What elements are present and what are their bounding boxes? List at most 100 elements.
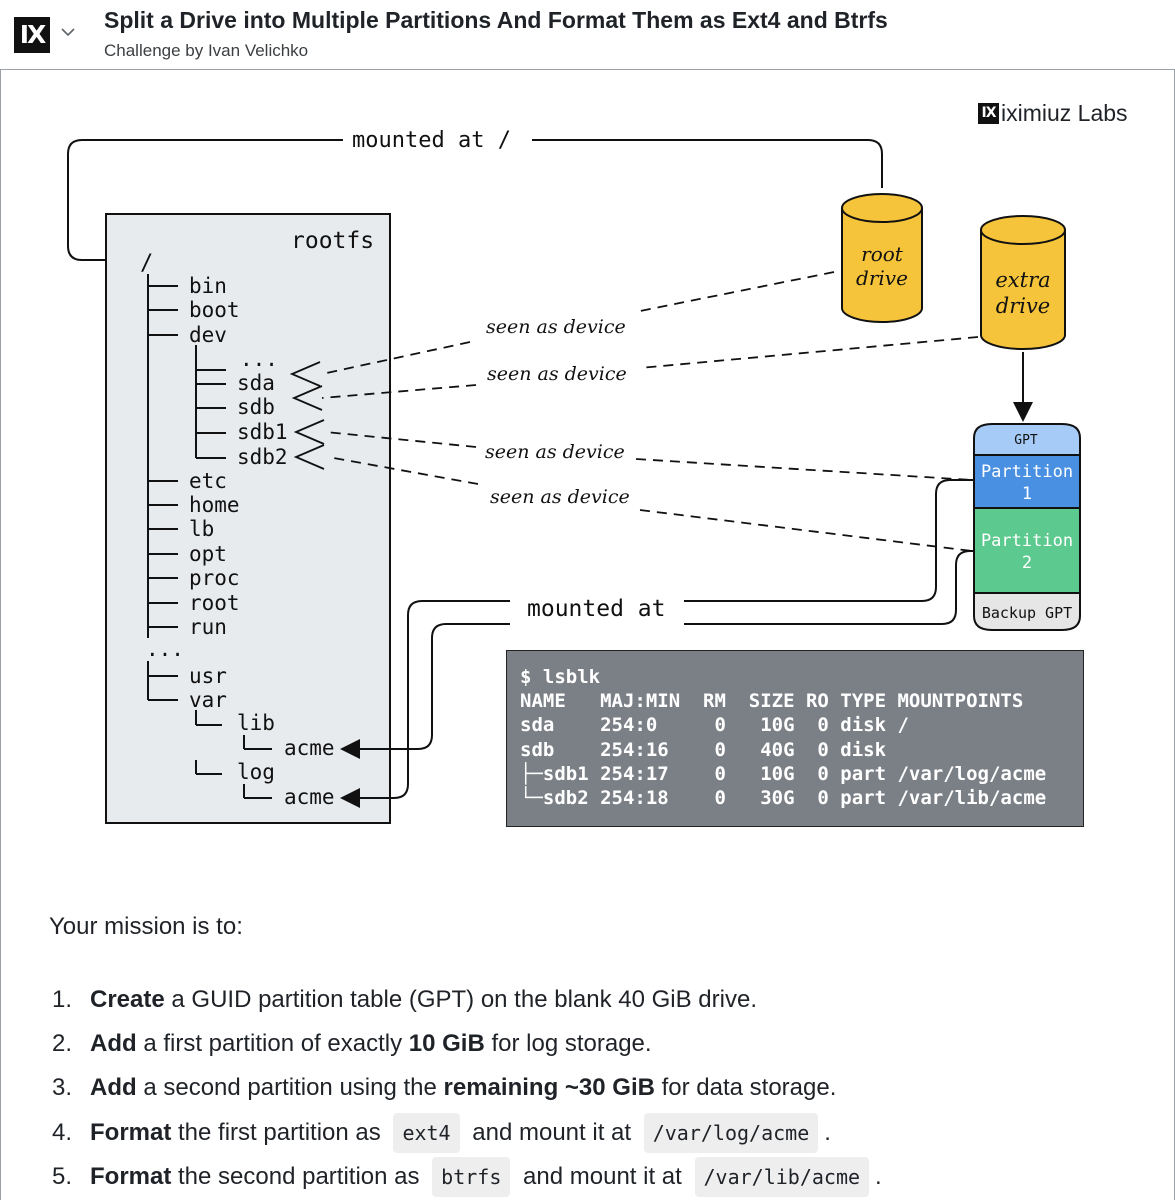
- mounted-at-label: mounted at: [527, 596, 665, 622]
- terminal-line: └─sdb2 254:18 0 30G 0 part /var/lib/acme: [520, 786, 1047, 809]
- terminal-line: sda 254:0 0 10G 0 disk /: [520, 714, 909, 737]
- step-text: the second partition as: [171, 1162, 427, 1190]
- extra-drive-cylinder: extra drive: [980, 215, 1066, 350]
- step-text: .: [824, 1118, 831, 1146]
- brand-name: iximiuz Labs: [1001, 100, 1128, 126]
- chevron-down-icon[interactable]: [60, 24, 76, 40]
- tree-ellipsis: ...: [146, 637, 184, 661]
- list-item: 1. Create a GUID partition table (GPT) o…: [52, 978, 882, 1022]
- partition1-label-1: Partition: [981, 462, 1073, 482]
- tree-bin: bin: [189, 274, 227, 298]
- mission-intro: Your mission is to:: [49, 913, 243, 940]
- seen-as-device-1: seen as device: [486, 316, 626, 338]
- tree-sdb1: sdb1: [237, 420, 288, 444]
- step-text: .: [875, 1162, 882, 1190]
- step-verb: Create: [90, 986, 165, 1014]
- step-text: and mount it at: [465, 1118, 638, 1146]
- partition2-label-2: 2: [1022, 553, 1032, 573]
- step-text: the first partition as: [171, 1118, 388, 1146]
- mounted-root-label: mounted at /: [352, 128, 511, 153]
- device-arrowheads: [289, 361, 325, 470]
- terminal-line: ├─sdb1 254:17 0 10G 0 part /var/log/acme: [520, 762, 1047, 785]
- terminal-line: sdb 254:16 0 40G 0 disk: [520, 738, 887, 761]
- list-number: 4.: [52, 1118, 73, 1146]
- terminal-line: NAME MAJ:MIN RM SIZE RO TYPE MOUNTPOINTS: [520, 690, 1024, 713]
- tree-dev-ellipsis: ...: [240, 347, 278, 371]
- root-drive-label-2: drive: [856, 266, 908, 290]
- tree-sda: sda: [237, 371, 275, 395]
- list-item: 5. Format the second partition as btrfs …: [52, 1155, 882, 1199]
- list-item: 4. Format the first partition as ext4 an…: [52, 1111, 882, 1155]
- tree-home: home: [189, 493, 240, 517]
- step-text: for data storage.: [654, 1074, 837, 1102]
- extra-drive-label-1: extra: [995, 268, 1050, 292]
- code-ext4: ext4: [393, 1112, 460, 1153]
- step-verb: Format: [90, 1118, 172, 1146]
- challenge-header: IX Split a Drive into Multiple Partition…: [0, 0, 1175, 70]
- partition2-label-1: Partition: [981, 531, 1073, 551]
- partitioned-disk: GPT Partition 1 Partition 2 Backup GPT: [973, 423, 1081, 631]
- tree-etc: etc: [189, 469, 227, 493]
- challenge-author: Challenge by Ivan Velichko: [104, 41, 309, 60]
- mount-acme-lines: [340, 479, 975, 808]
- list-item: 3. Add a second partition using the rema…: [52, 1066, 882, 1110]
- root-slash: /: [140, 251, 153, 276]
- tree-var: var: [189, 688, 227, 712]
- seen-as-device-4: seen as device: [490, 486, 630, 508]
- tree-lb: lb: [189, 517, 214, 541]
- root-drive-label-1: root: [861, 242, 904, 266]
- code-btrfs: btrfs: [432, 1156, 511, 1197]
- partition1-label-2: 1: [1022, 484, 1032, 504]
- lsblk-terminal: $ lsblk NAME MAJ:MIN RM SIZE RO TYPE MOU…: [506, 650, 1084, 827]
- rootfs-label: rootfs: [291, 228, 374, 254]
- mission-list: 1. Create a GUID partition table (GPT) o…: [52, 978, 882, 1199]
- tree-lib-acme: acme: [284, 736, 335, 760]
- code-log-path: /var/log/acme: [643, 1112, 819, 1153]
- step-text: for log storage.: [484, 1030, 652, 1058]
- tree-sdb: sdb: [237, 395, 275, 419]
- mount-root-line: [67, 139, 343, 270]
- tree-log: log: [237, 760, 275, 784]
- root-drive-cylinder: root drive: [841, 193, 923, 323]
- step-text: a GUID partition table (GPT) on the blan…: [164, 986, 757, 1014]
- terminal-line: $ lsblk: [520, 666, 601, 688]
- tree-boot: boot: [189, 298, 240, 322]
- iximiuz-labs-brand: IX iximiuz Labs: [978, 100, 1128, 127]
- tree-opt: opt: [189, 542, 227, 566]
- step-verb: Add: [90, 1074, 137, 1102]
- tree-log-acme: acme: [284, 785, 335, 809]
- tree-run: run: [189, 615, 227, 639]
- mount-root-line-right: [532, 139, 883, 188]
- extra-drive-label-2: drive: [996, 294, 1051, 318]
- tree-usr: usr: [189, 664, 227, 688]
- partition-diagram: mounted at / rootfs /: [67, 128, 1081, 824]
- rootfs-box: [105, 213, 391, 824]
- gpt-label: GPT: [1014, 433, 1038, 448]
- tree-root: root: [189, 591, 240, 615]
- iximiuz-labs-logo: IX: [978, 103, 999, 124]
- tree-proc: proc: [189, 566, 240, 590]
- list-item: 2. Add a first partition of exactly 10 G…: [52, 1022, 882, 1066]
- page-title: Split a Drive into Multiple Partitions A…: [104, 7, 888, 33]
- step-text: a second partition using the: [136, 1074, 444, 1102]
- step-text: a first partition of exactly: [136, 1030, 409, 1058]
- list-number: 5.: [52, 1162, 73, 1190]
- tree-dev: dev: [189, 323, 227, 347]
- tree-lib: lib: [237, 711, 275, 735]
- list-number: 3.: [52, 1074, 73, 1102]
- list-number: 2.: [52, 1030, 73, 1058]
- device-dashed-lines: [321, 271, 979, 552]
- step-emphasis: 10 GiB: [408, 1030, 485, 1058]
- seen-as-device-3: seen as device: [485, 441, 625, 463]
- tree-sdb2: sdb2: [237, 445, 288, 469]
- iximiuz-logo[interactable]: IX: [14, 17, 50, 53]
- step-text: and mount it at: [516, 1162, 689, 1190]
- step-verb: Format: [90, 1162, 172, 1190]
- tree-lines: [147, 274, 272, 799]
- step-emphasis: remaining ~30 GiB: [443, 1074, 655, 1102]
- backup-gpt-label: Backup GPT: [982, 604, 1072, 622]
- code-lib-path: /var/lib/acme: [694, 1156, 870, 1197]
- list-number: 1.: [52, 986, 73, 1014]
- seen-as-device-2: seen as device: [487, 363, 627, 385]
- step-verb: Add: [90, 1030, 137, 1058]
